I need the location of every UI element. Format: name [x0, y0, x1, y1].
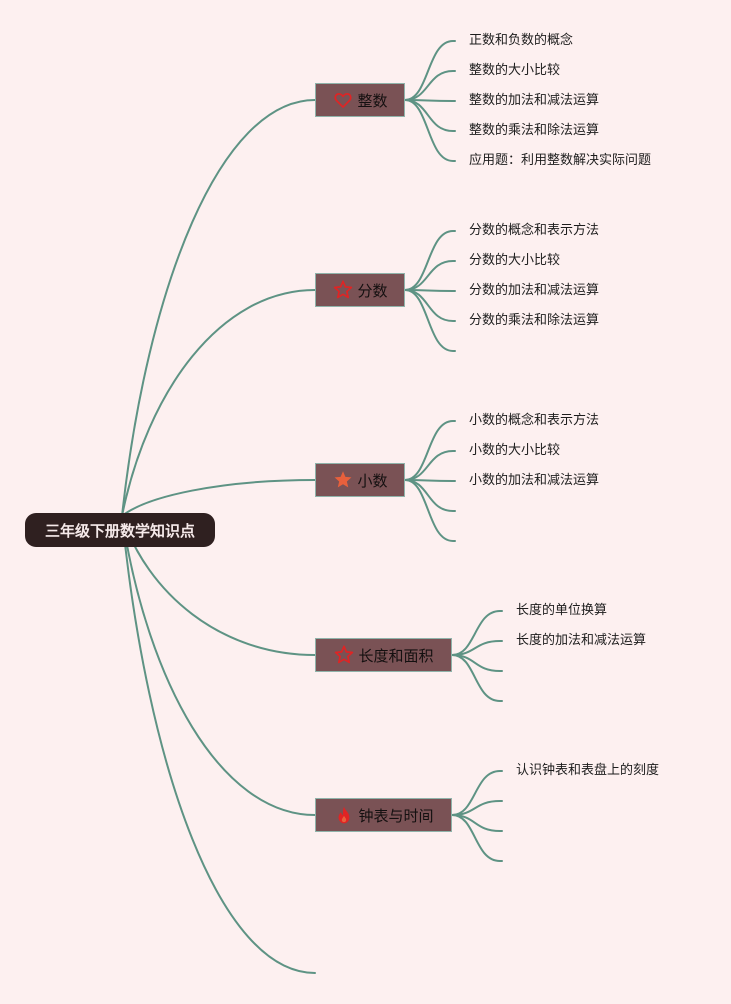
- leaf-item[interactable]: 整数的加法和减法运算: [469, 93, 600, 108]
- leaf-item[interactable]: 分数的乘法和除法运算: [469, 313, 600, 328]
- leaf-item[interactable]: 正数和负数的概念: [469, 33, 574, 48]
- leaf-link-1-1: [404, 260, 456, 291]
- star-outline-icon: [333, 644, 355, 666]
- leaf-item[interactable]: 小数的加法和减法运算: [469, 473, 600, 488]
- leaf-link-4-0: [451, 770, 503, 816]
- branch-label: 整数: [357, 91, 388, 110]
- branch-label: 小数: [357, 471, 388, 490]
- leaf-link-4-3: [451, 814, 503, 862]
- branch-node-1[interactable]: 分数: [315, 273, 405, 307]
- leaf-item[interactable]: 应用题：利用整数解决实际问题: [469, 153, 652, 168]
- flame-icon: [333, 804, 355, 826]
- branch-label: 钟表与时间: [358, 806, 434, 825]
- leaf-link-1-4: [404, 289, 456, 352]
- leaf-item[interactable]: 小数的概念和表示方法: [469, 413, 600, 428]
- root-link-2: [121, 479, 316, 517]
- leaf-link-2-4: [404, 479, 456, 542]
- leaf-link-3-0: [451, 610, 503, 656]
- leaf-item[interactable]: 分数的加法和减法运算: [469, 283, 600, 298]
- star-filled-icon: [332, 469, 354, 491]
- leaf-link-0-4: [404, 99, 456, 162]
- leaf-link-2-1: [404, 450, 456, 481]
- root-link-4: [121, 515, 316, 816]
- leaf-link-1-3: [404, 289, 456, 322]
- branch-node-2[interactable]: 小数: [315, 463, 405, 497]
- leaf-item[interactable]: 小数的大小比较: [469, 443, 561, 458]
- branch-label: 分数: [357, 281, 388, 300]
- leaf-item[interactable]: 整数的大小比较: [469, 63, 561, 78]
- leaf-item[interactable]: 分数的大小比较: [469, 253, 561, 268]
- root-link-1: [121, 289, 316, 517]
- heart-outline-icon: [332, 89, 354, 111]
- leaf-link-0-1: [404, 70, 456, 101]
- leaf-item[interactable]: 长度的单位换算: [516, 603, 608, 618]
- leaf-link-3-1: [451, 640, 503, 656]
- root-link-5: [121, 515, 316, 974]
- leaf-item[interactable]: 分数的概念和表示方法: [469, 223, 600, 238]
- root-link-0: [121, 99, 316, 517]
- leaf-link-0-3: [404, 99, 456, 132]
- leaf-link-2-0: [404, 420, 456, 481]
- branch-node-3[interactable]: 长度和面积: [315, 638, 452, 672]
- root-label: 三年级下册数学知识点: [44, 521, 195, 540]
- leaf-item[interactable]: 整数的乘法和除法运算: [469, 123, 600, 138]
- star-outline-icon: [332, 279, 354, 301]
- leaf-link-0-0: [404, 40, 456, 101]
- leaf-link-4-1: [451, 800, 503, 816]
- leaf-link-3-3: [451, 654, 503, 702]
- leaf-link-2-3: [404, 479, 456, 512]
- leaf-item[interactable]: 认识钟表和表盘上的刻度: [516, 763, 660, 778]
- leaf-item[interactable]: 长度的加法和减法运算: [516, 633, 647, 648]
- branch-node-4[interactable]: 钟表与时间: [315, 798, 452, 832]
- branch-label: 长度和面积: [358, 646, 434, 665]
- leaf-link-1-0: [404, 230, 456, 291]
- branch-node-0[interactable]: 整数: [315, 83, 405, 117]
- root-node[interactable]: 三年级下册数学知识点: [25, 513, 215, 547]
